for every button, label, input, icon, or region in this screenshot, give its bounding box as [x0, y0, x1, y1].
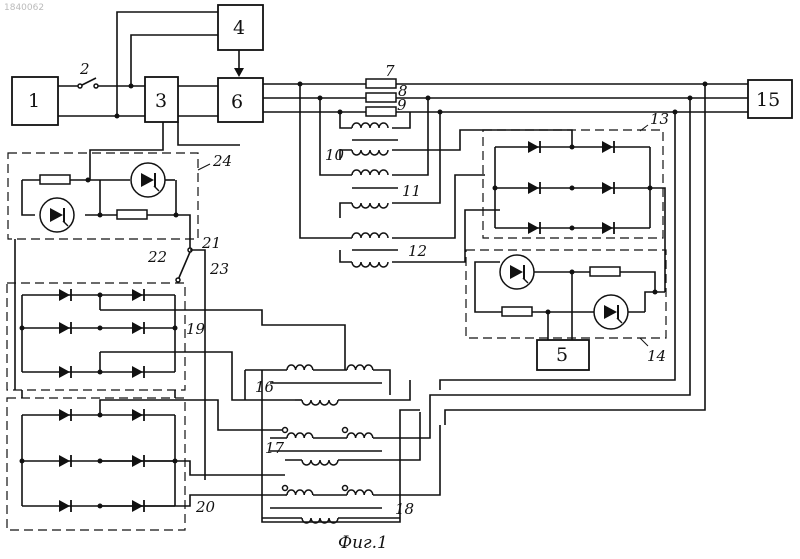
- label-7: 7: [385, 62, 395, 80]
- switch-21: 21 22 23: [147, 234, 229, 480]
- block-6-label: 6: [231, 91, 243, 113]
- label-17: 17: [265, 439, 285, 457]
- switch-label: 2: [79, 60, 90, 78]
- label-14: 14: [647, 347, 666, 365]
- transformer-group-bottom: 16 17 18: [245, 365, 440, 523]
- block-4-label: 4: [233, 17, 245, 39]
- resistor-7: [366, 79, 396, 88]
- label-18: 18: [395, 500, 414, 518]
- document-id: 1840062: [4, 3, 44, 13]
- resistor-9: [366, 107, 396, 116]
- resistor-8: [366, 93, 396, 102]
- block-3-label: 3: [155, 90, 167, 112]
- label-11: 11: [402, 182, 421, 200]
- label-16: 16: [255, 378, 275, 396]
- label-23: 23: [209, 260, 229, 278]
- thyristor-unit-14: 5 14: [430, 84, 705, 425]
- figure-caption: Фиг.1: [338, 533, 388, 553]
- label-12: 12: [408, 242, 427, 260]
- label-19: 19: [186, 320, 206, 338]
- label-10: 10: [325, 146, 345, 164]
- block-15-label: 15: [756, 89, 780, 111]
- label-24: 24: [212, 152, 232, 170]
- thyristor-unit-24: 24: [8, 152, 232, 390]
- rectifier-bridge-20: 20: [7, 390, 285, 530]
- label-9: 9: [397, 96, 407, 114]
- label-22: 22: [147, 248, 167, 266]
- label-13: 13: [650, 110, 669, 128]
- block-5-label: 5: [556, 344, 568, 366]
- label-20: 20: [195, 498, 216, 516]
- output-bus: 7 8 9 15: [263, 62, 792, 118]
- block-1-label: 1: [28, 90, 40, 112]
